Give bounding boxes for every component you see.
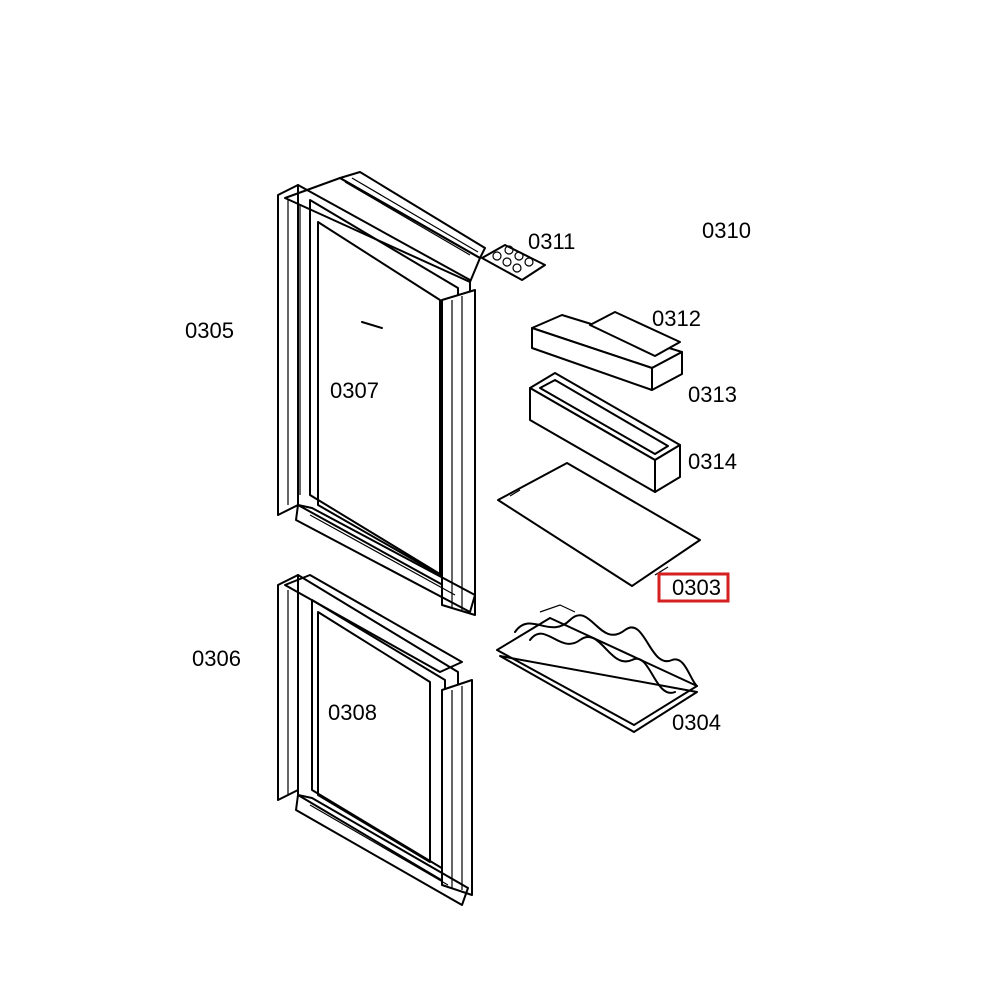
bottle-rack-shelf	[496, 604, 698, 733]
door-shelf-large	[529, 372, 681, 493]
label-0307: 0307	[330, 378, 379, 403]
label-0310: 0310	[702, 218, 751, 243]
glass-shelf	[497, 462, 701, 587]
label-0303: 0303	[672, 575, 721, 600]
label-0311: 0311	[528, 229, 575, 254]
label-0313: 0313	[688, 382, 737, 407]
door-shelf-small	[531, 311, 683, 391]
label-0305: 0305	[185, 318, 234, 343]
label-0304: 0304	[672, 710, 721, 735]
lower-door-frame	[277, 574, 473, 906]
label-0306: 0306	[192, 646, 241, 671]
label-0312: 0312	[652, 306, 701, 331]
upper-door-frame	[277, 171, 486, 616]
highlight-box	[657, 572, 730, 603]
label-0314: 0314	[688, 449, 737, 474]
label-0308: 0308	[328, 700, 377, 725]
gasket-pack	[481, 244, 546, 281]
